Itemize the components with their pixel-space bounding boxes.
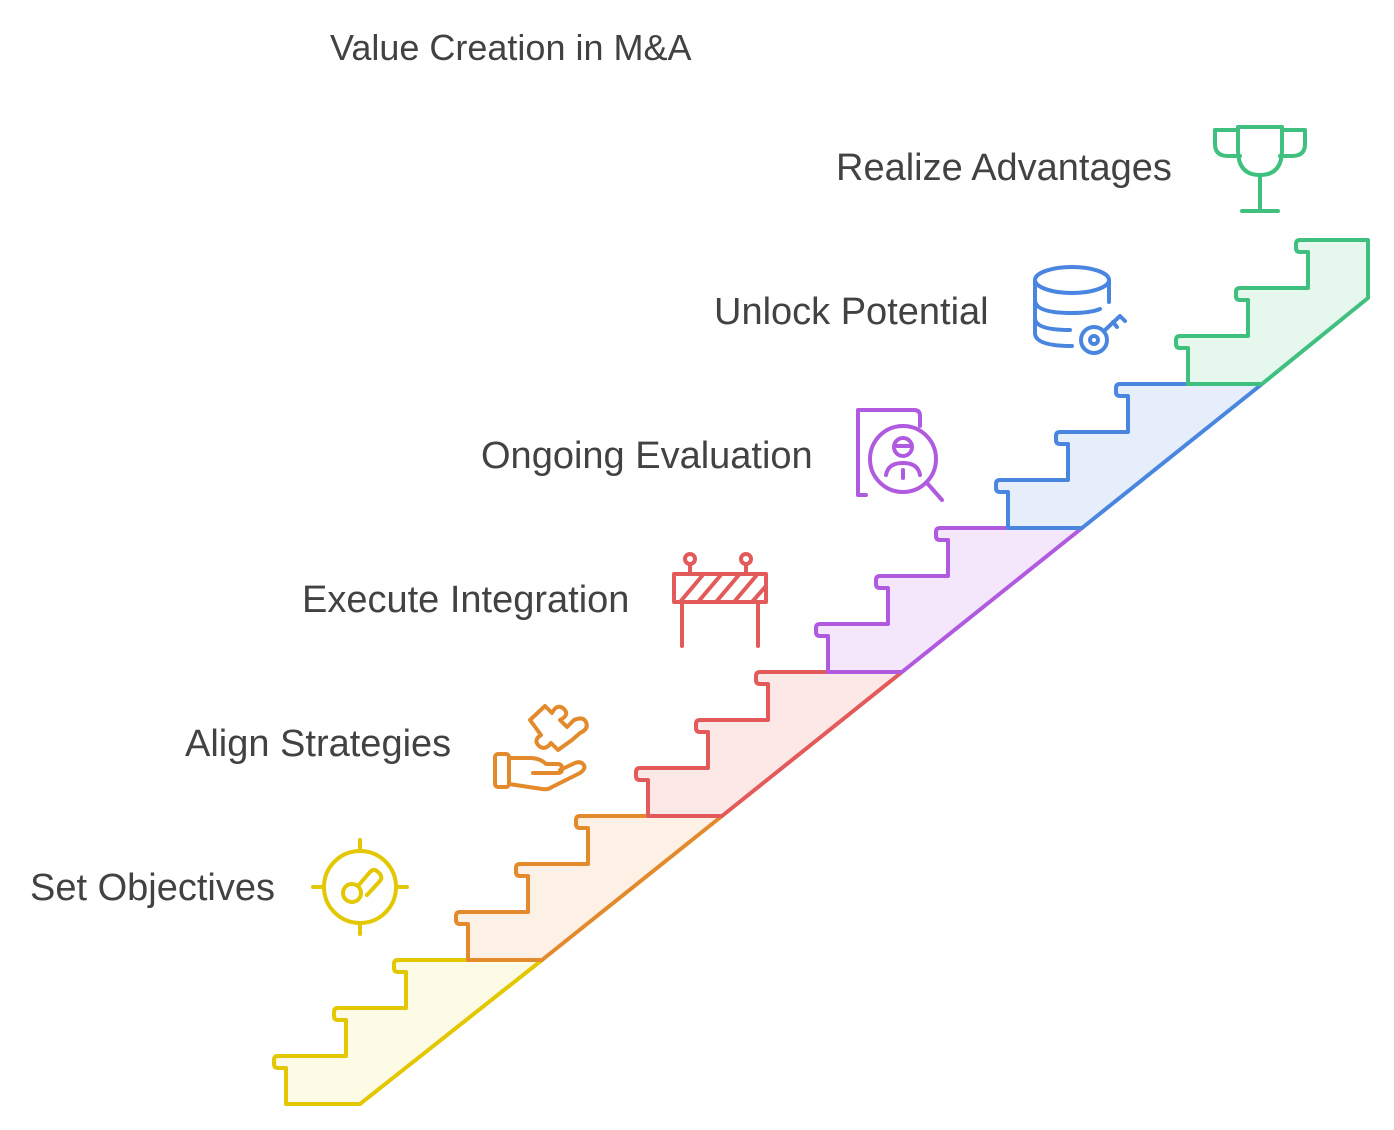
step-segment-set-objectives: [272, 958, 544, 1106]
step-segment-unlock-potential: [994, 382, 1264, 530]
label-unlock-potential: Unlock Potential: [714, 291, 989, 333]
hand-puzzle-icon: [493, 704, 589, 792]
diagram-title: Value Creation in M&A: [330, 27, 692, 68]
step-segment-realize-advantages: [1174, 238, 1370, 386]
target-gear-icon: [311, 838, 409, 936]
barrier-icon: [672, 552, 768, 648]
label-ongoing-evaluation: Ongoing Evaluation: [481, 435, 813, 477]
label-realize-advantages: Realize Advantages: [836, 147, 1172, 189]
step-segment-ongoing-evaluation: [814, 526, 1084, 674]
trophy-icon: [1213, 125, 1307, 213]
label-execute-integration: Execute Integration: [302, 579, 629, 621]
label-set-objectives: Set Objectives: [30, 867, 275, 909]
step-segment-align-strategies: [454, 814, 724, 962]
database-key-icon: [1033, 265, 1127, 355]
step-segment-execute-integration: [634, 670, 904, 818]
person-search-icon: [856, 408, 944, 502]
label-align-strategies: Align Strategies: [185, 723, 451, 765]
